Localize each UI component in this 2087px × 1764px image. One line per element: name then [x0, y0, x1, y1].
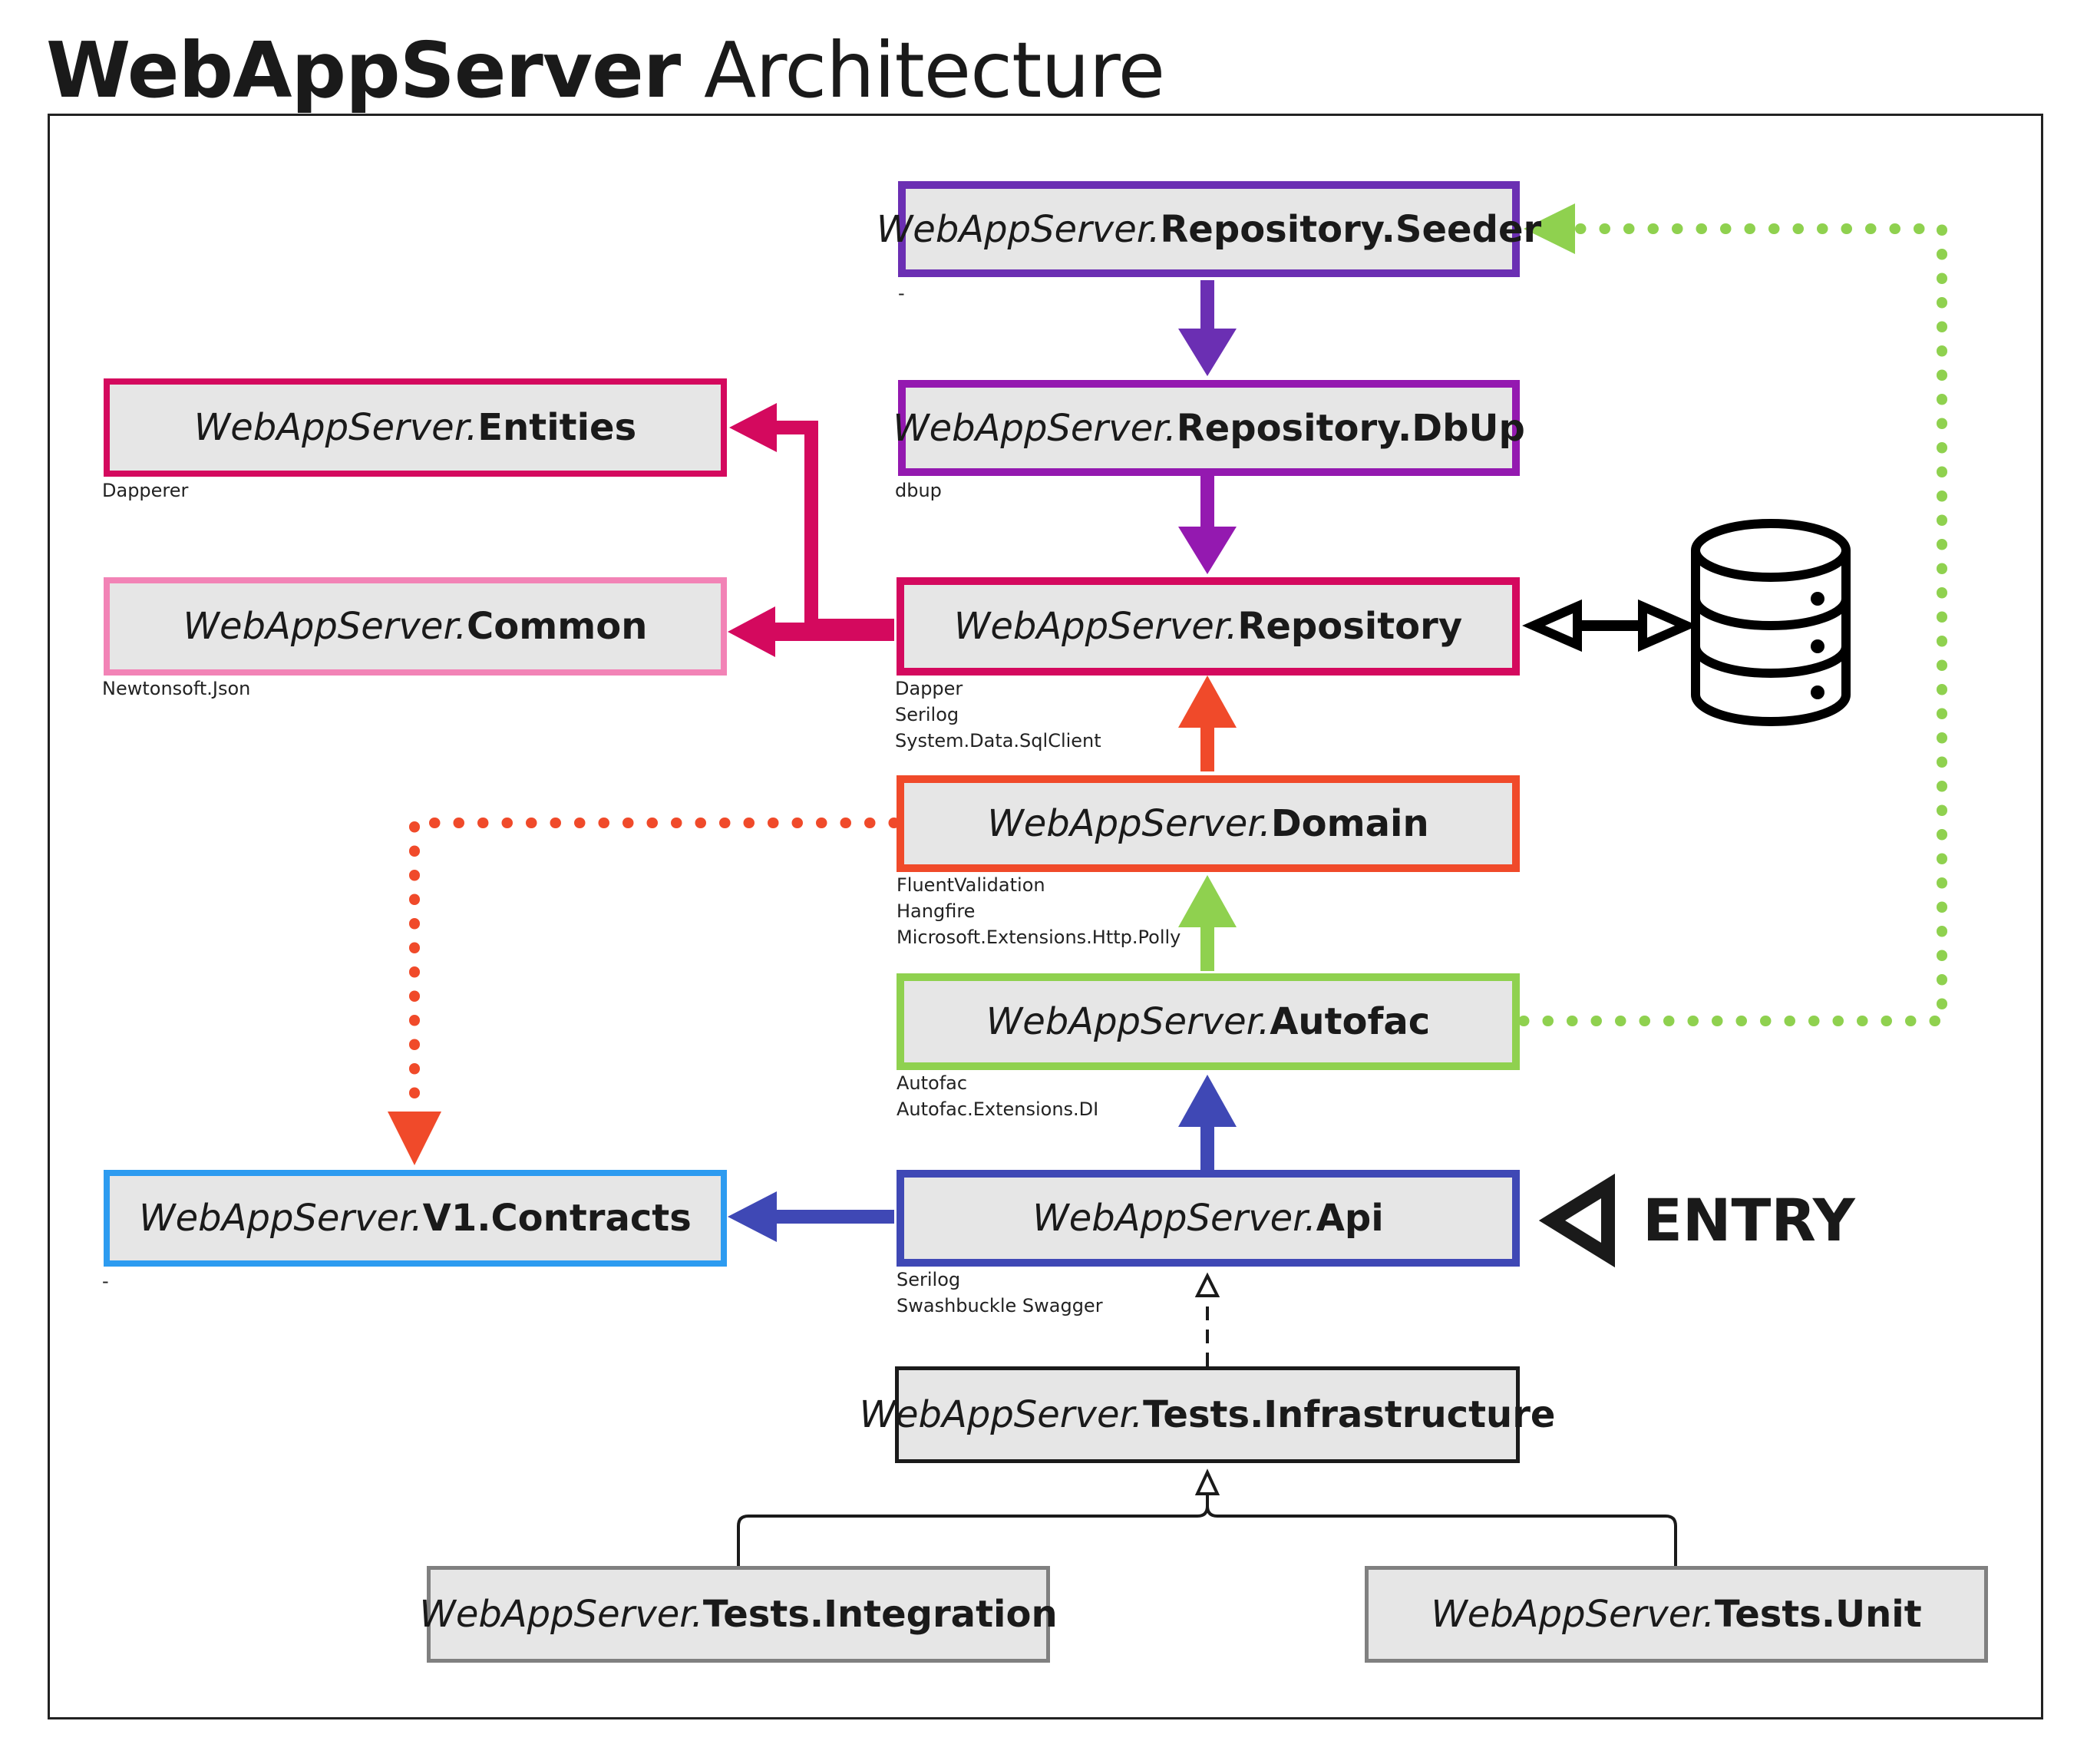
project-deps-autofac: Autofac Autofac.Extensions.DI — [897, 1070, 1098, 1122]
arrow-repository-database — [1522, 599, 1698, 652]
diagram-frame — [48, 114, 2043, 1719]
project-deps-domain: FluentValidation Hangfire Microsoft.Exte… — [897, 872, 1181, 950]
project-name: Api — [1316, 1197, 1384, 1240]
entry-triangle-icon — [1538, 1173, 1615, 1268]
dependency-item: Newtonsoft.Json — [102, 678, 251, 699]
arrow-seeder-to-dbup — [1178, 280, 1237, 376]
project-name: Tests.Integration — [702, 1593, 1058, 1636]
database-icon — [1691, 519, 1851, 726]
project-namespace: WebAppServer. — [859, 1393, 1144, 1436]
project-namespace: WebAppServer. — [183, 605, 467, 648]
project-box-entities: WebAppServer.Entities — [104, 378, 727, 477]
project-name: Autofac — [1270, 1000, 1431, 1043]
project-box-domain: WebAppServer.Domain — [897, 775, 1520, 872]
project-deps-entities: Dapperer — [102, 477, 188, 504]
project-deps-dbup: dbup — [895, 477, 942, 504]
arrow-autofac-to-domain — [1178, 875, 1237, 971]
project-deps-seeder: - — [898, 280, 905, 306]
project-box-api: WebAppServer.Api — [897, 1170, 1520, 1267]
project-box-testsinfra: WebAppServer.Tests.Infrastructure — [860, 1366, 1555, 1463]
dependency-item: Autofac.Extensions.DI — [897, 1098, 1099, 1120]
diagram-title: WebAppServer Architecture — [46, 17, 1165, 124]
project-namespace: WebAppServer. — [953, 605, 1238, 648]
project-box-seeder: WebAppServer.Repository.Seeder — [877, 181, 1541, 277]
project-deps-contracts: - — [102, 1268, 109, 1294]
arrow-api-to-autofac — [1178, 1075, 1237, 1171]
project-name: Tests.Unit — [1714, 1593, 1922, 1636]
dependency-item: System.Data.SqlClient — [895, 730, 1101, 752]
dependency-item: Dapper — [895, 678, 963, 699]
project-namespace: WebAppServer. — [986, 1000, 1270, 1043]
arrow-domain-to-repository — [1178, 676, 1237, 771]
diagram-title-bold: WebAppServer — [46, 25, 681, 115]
project-namespace: WebAppServer. — [139, 1197, 423, 1240]
project-name: Tests.Infrastructure — [1143, 1393, 1556, 1436]
arrow-autofac-to-seeder — [1518, 203, 1947, 1026]
project-name: Domain — [1270, 802, 1429, 845]
dependency-item: Autofac — [897, 1072, 968, 1094]
project-name: Common — [467, 605, 648, 648]
project-namespace: WebAppServer. — [1032, 1197, 1316, 1240]
project-box-dbup: WebAppServer.Repository.DbUp — [893, 380, 1525, 476]
dependency-item: - — [898, 282, 905, 304]
entry-label: ENTRY — [1643, 1186, 1855, 1254]
arrow-dbup-to-repository — [1178, 476, 1237, 574]
dependency-item: Dapperer — [102, 480, 189, 501]
project-namespace: WebAppServer. — [1431, 1593, 1715, 1636]
dependency-item: FluentValidation — [897, 874, 1045, 896]
project-box-repository: WebAppServer.Repository — [897, 577, 1520, 676]
project-name: Entities — [477, 406, 637, 449]
project-name: V1.Contracts — [422, 1197, 692, 1240]
dependency-item: - — [102, 1270, 109, 1292]
project-namespace: WebAppServer. — [876, 207, 1161, 251]
project-box-autofac: WebAppServer.Autofac — [897, 973, 1520, 1070]
project-deps-api: Serilog Swashbuckle Swagger — [897, 1267, 1103, 1319]
project-name: Repository.Seeder — [1160, 207, 1542, 251]
project-namespace: WebAppServer. — [419, 1593, 703, 1636]
project-namespace: WebAppServer. — [193, 406, 478, 449]
dependency-item: Swashbuckle Swagger — [897, 1295, 1103, 1316]
arrow-testsinfra-to-api — [1194, 1272, 1220, 1366]
project-box-common: WebAppServer.Common — [104, 577, 727, 676]
dependency-item: Microsoft.Extensions.Http.Polly — [897, 927, 1181, 948]
arrow-repository-to-entities — [729, 403, 894, 633]
project-deps-repository: Dapper Serilog System.Data.SqlClient — [895, 676, 1101, 754]
dependency-item: Serilog — [897, 1269, 961, 1290]
dependency-item: Serilog — [895, 704, 959, 725]
arrow-tests-to-testsinfra — [737, 1468, 1677, 1566]
project-name: Repository — [1237, 605, 1463, 648]
project-namespace: WebAppServer. — [987, 802, 1271, 845]
project-box-testsint: WebAppServer.Tests.Integration — [419, 1566, 1058, 1663]
project-deps-common: Newtonsoft.Json — [102, 676, 250, 702]
project-namespace: WebAppServer. — [893, 406, 1177, 450]
project-box-contracts: WebAppServer.V1.Contracts — [104, 1170, 727, 1267]
dependency-item: Hangfire — [897, 900, 976, 922]
arrow-api-to-contracts — [728, 1191, 894, 1242]
diagram-title-rest: Architecture — [680, 25, 1165, 115]
dependency-item: dbup — [895, 480, 942, 501]
project-box-testsunit: WebAppServer.Tests.Unit — [1365, 1566, 1988, 1663]
project-name: Repository.DbUp — [1176, 406, 1525, 450]
arrow-domain-to-contracts — [388, 818, 900, 1165]
